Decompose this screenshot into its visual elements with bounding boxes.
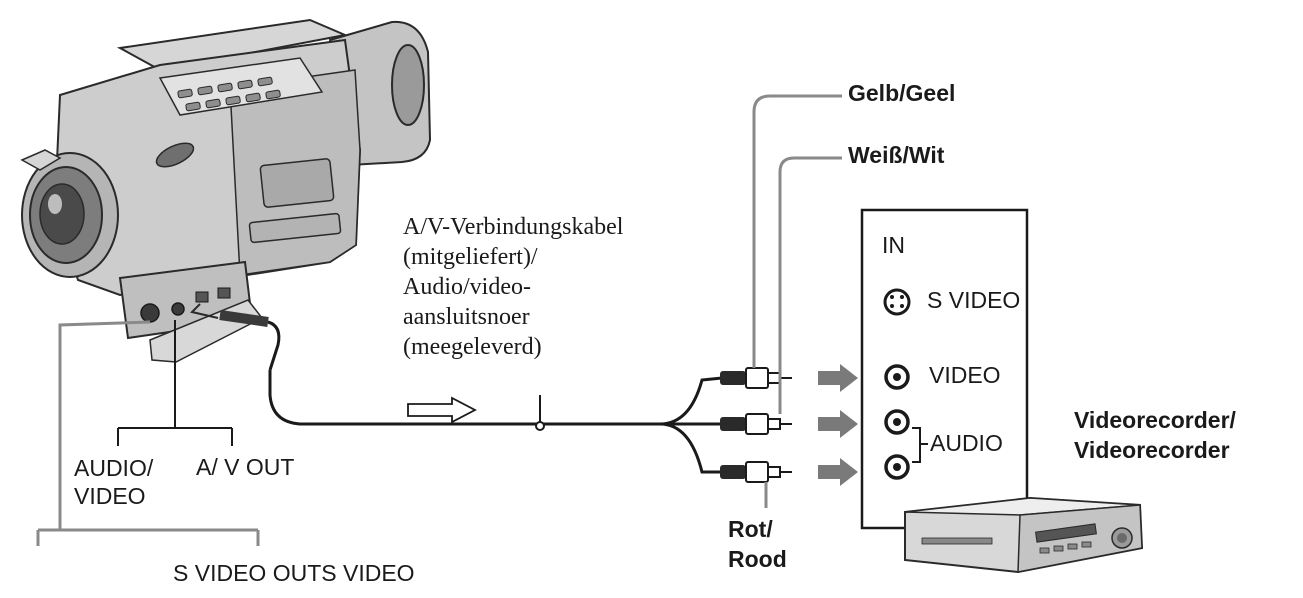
vcr-s-video-label: S VIDEO [927,287,1021,313]
vcr-video-label: VIDEO [929,362,1001,388]
vcr-in-label: IN [882,232,905,258]
rca-plug-white [720,413,792,435]
label-s-video-out: S VIDEO OUTS VIDEO [173,560,415,586]
label-yellow: Gelb/Geel [848,80,956,106]
video-jack-icon [884,364,910,390]
rca-plug-yellow [720,367,792,389]
label-av-cable: A/V-Verbindungskabel (mitgeliefert)/ Aud… [403,214,624,360]
vcr-illustration [904,496,1144,574]
label-white: Weiß/Wit [848,142,945,168]
audio-jack-icons [884,409,928,480]
rca-plug-red [720,461,792,483]
label-red: Rot/ Rood [728,516,787,572]
label-audio-video-jack: AUDIO/ VIDEO [74,455,154,509]
s-video-bracket [36,320,260,546]
label-videorecorder: Videorecorder/ Videorecorder [1074,407,1236,463]
s-video-jack-icon [883,288,911,316]
label-brackets [117,320,233,446]
plug-callouts [752,94,842,508]
signal-direction-arrow [407,396,477,424]
insertion-arrows [818,364,858,486]
camcorder-illustration [20,18,432,363]
av-cable [219,310,723,474]
label-av-out: A/ V OUT [196,454,295,480]
vcr-audio-label: AUDIO [930,430,1003,456]
